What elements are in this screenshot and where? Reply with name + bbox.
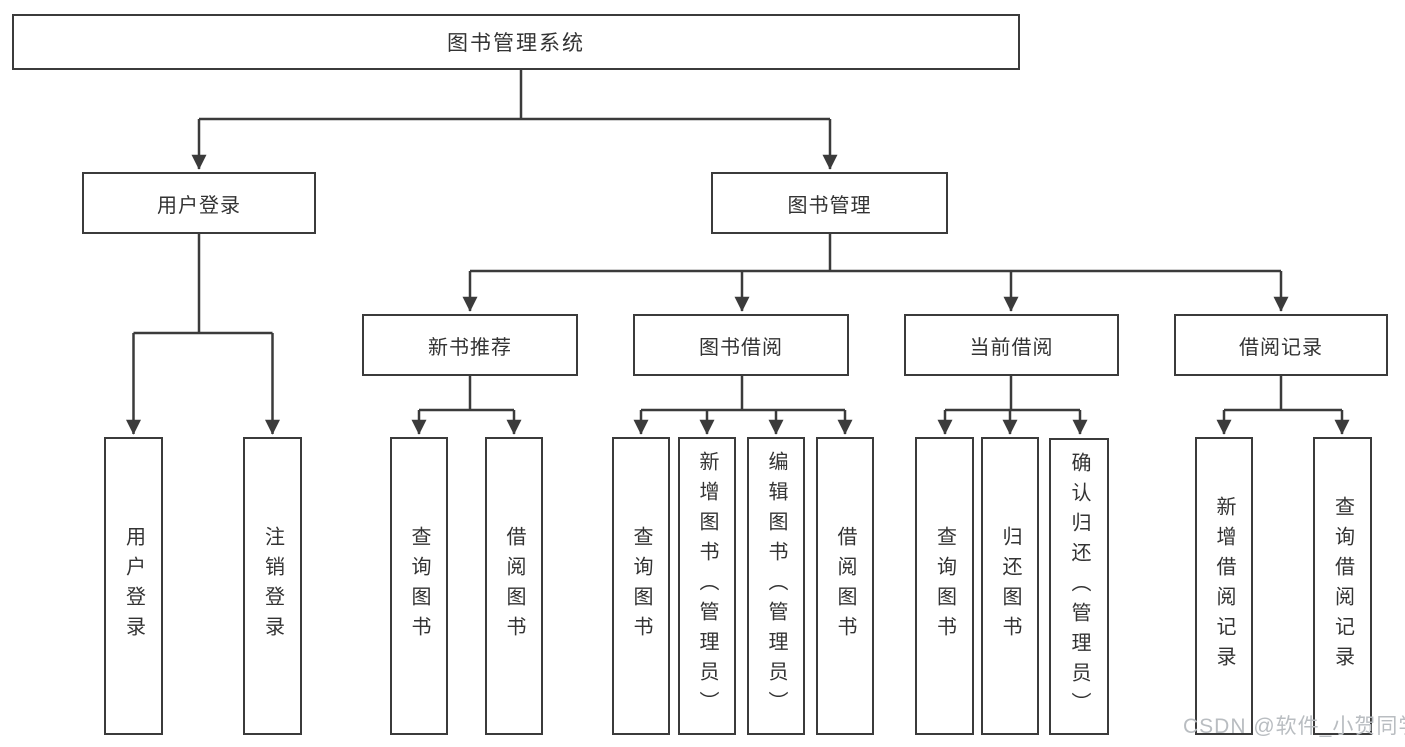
watermark-text: CSDN @软件_小贺同学	[1183, 715, 1405, 738]
leaf-confirm-return: 确认归还（管理员）	[1049, 438, 1109, 735]
leaf-query-book-2-label: 查询图书	[630, 526, 652, 646]
node-book-mgmt: 图书管理	[711, 172, 948, 234]
node-current-borrow: 当前借阅	[904, 314, 1119, 376]
edges-book-mgmt	[462, 234, 1289, 312]
leaf-query-book-3-label: 查询图书	[933, 526, 956, 646]
node-book-mgmt-label: 图书管理	[787, 194, 872, 217]
leaf-return-book: 归还图书	[981, 437, 1039, 735]
edges-root	[191, 70, 838, 170]
node-borrow-record: 借阅记录	[1174, 314, 1388, 376]
leaf-borrow-book-2-label: 借阅图书	[834, 526, 856, 646]
node-root-label: 图书管理系统	[447, 32, 585, 55]
edges-new-book-rec	[411, 376, 522, 435]
leaf-query-record: 查询借阅记录	[1313, 437, 1372, 735]
leaf-borrow-book-2: 借阅图书	[816, 437, 874, 735]
node-new-book-rec-label: 新书推荐	[428, 336, 512, 359]
leaf-query-book-2: 查询图书	[612, 437, 670, 735]
node-user-login: 用户登录	[82, 172, 316, 234]
node-root: 图书管理系统	[12, 14, 1020, 70]
leaf-add-record: 新增借阅记录	[1195, 437, 1253, 735]
leaf-add-record-label: 新增借阅记录	[1213, 496, 1235, 676]
leaf-user-login: 用户登录	[104, 437, 163, 735]
leaf-add-book-label: 新增图书（管理员）	[696, 451, 718, 721]
leaf-logout-label: 注销登录	[261, 526, 284, 646]
leaf-borrow-book-1-label: 借阅图书	[503, 526, 525, 646]
leaf-query-book-3: 查询图书	[915, 437, 974, 735]
leaf-query-book-1-label: 查询图书	[408, 526, 430, 646]
edges-book-borrow	[633, 376, 853, 435]
edges-current-borrow	[937, 376, 1088, 435]
leaf-logout: 注销登录	[243, 437, 302, 735]
leaf-edit-book-label: 编辑图书（管理员）	[765, 451, 787, 721]
leaf-return-book-label: 归还图书	[999, 526, 1021, 646]
edges-user-login	[126, 234, 280, 435]
leaf-confirm-return-label: 确认归还（管理员）	[1068, 451, 1090, 722]
leaf-query-book-1: 查询图书	[390, 437, 448, 735]
node-current-borrow-label: 当前借阅	[969, 336, 1054, 359]
node-new-book-rec: 新书推荐	[362, 314, 578, 376]
node-borrow-record-label: 借阅记录	[1239, 336, 1323, 359]
leaf-query-record-label: 查询借阅记录	[1331, 496, 1354, 676]
leaf-user-login-label: 用户登录	[122, 526, 145, 646]
node-user-login-label: 用户登录	[157, 194, 241, 217]
edges-borrow-record	[1216, 376, 1350, 435]
leaf-borrow-book-1: 借阅图书	[485, 437, 543, 735]
node-book-borrow: 图书借阅	[633, 314, 849, 376]
leaf-add-book: 新增图书（管理员）	[678, 437, 736, 735]
leaf-edit-book: 编辑图书（管理员）	[747, 437, 805, 735]
node-book-borrow-label: 图书借阅	[699, 336, 783, 359]
